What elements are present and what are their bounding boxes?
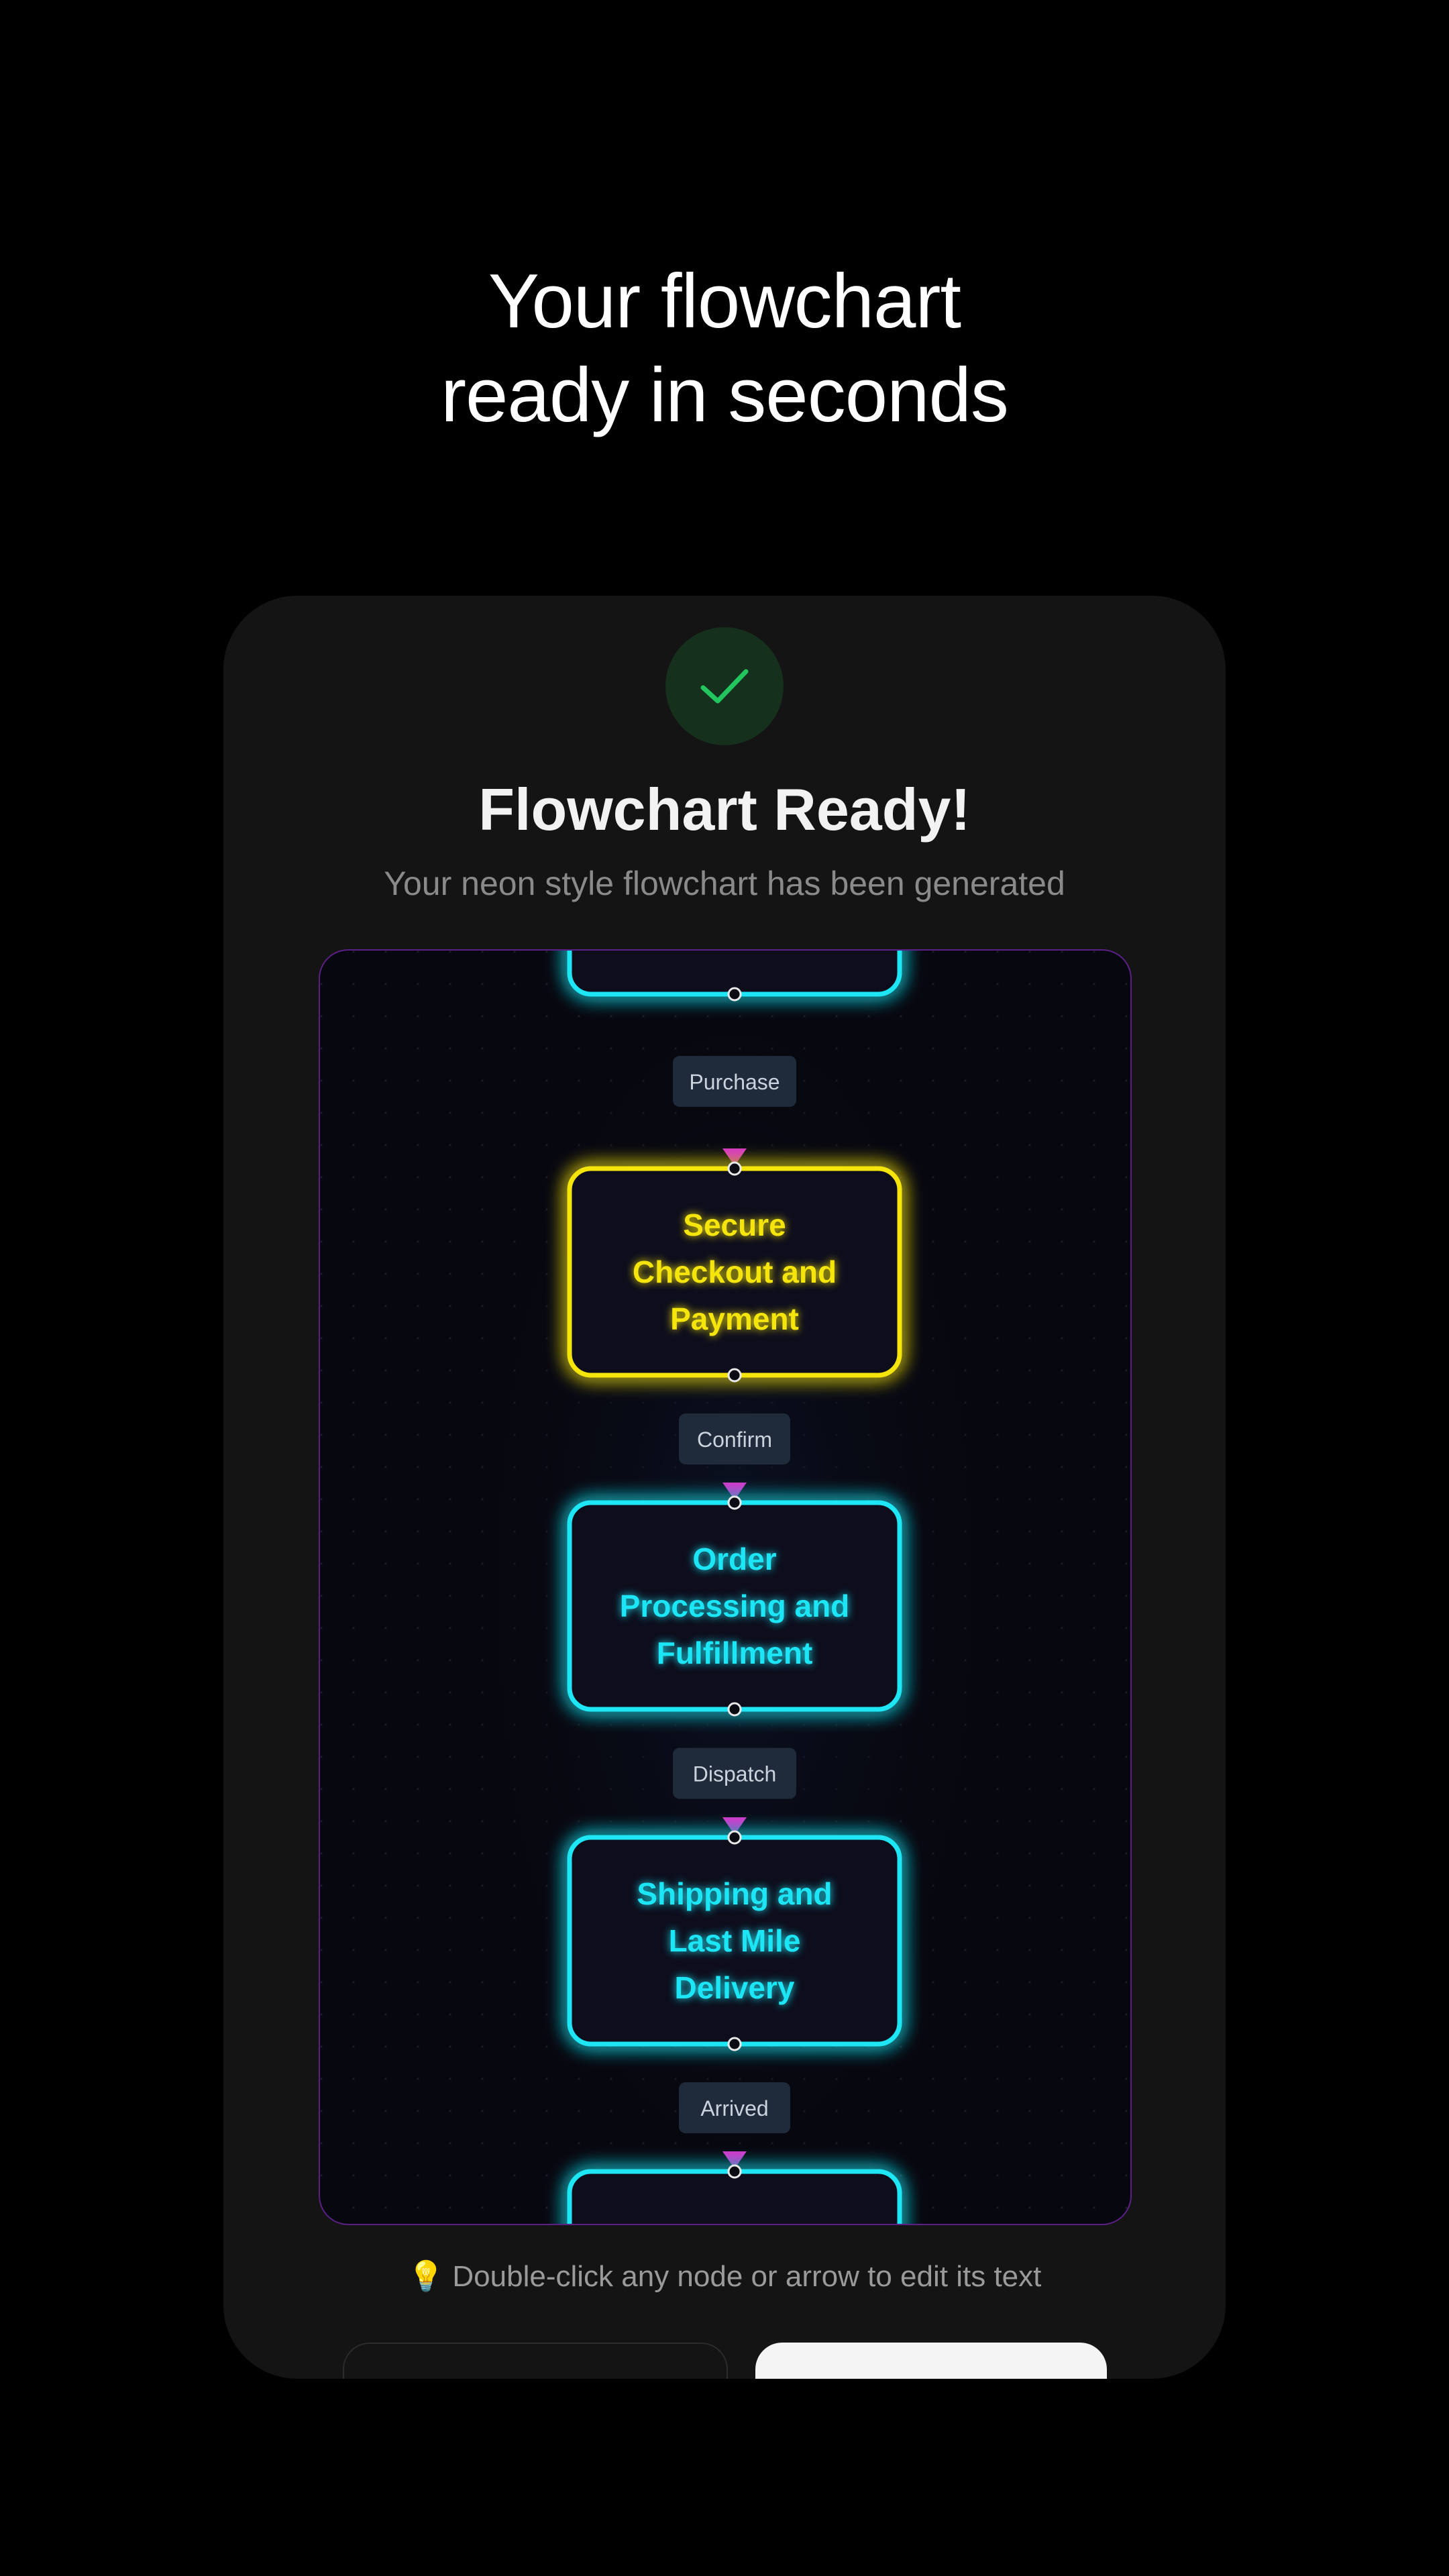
edge-label[interactable]: Arrived	[700, 2096, 768, 2121]
flow-node-label[interactable]: Order	[692, 1542, 776, 1576]
arrowhead-icon	[722, 1817, 747, 1835]
flow-node-label[interactable]: Processing and	[620, 1589, 850, 1623]
edge-label[interactable]: Confirm	[697, 1428, 772, 1452]
edge-port[interactable]	[727, 1368, 742, 1383]
edge-port[interactable]	[727, 1495, 742, 1510]
flow-node-label[interactable]: Secure	[683, 1208, 786, 1242]
flow-node-label[interactable]: Delivery	[674, 1970, 794, 2005]
primary-button[interactable]	[755, 2343, 1107, 2379]
edit-hint-text: Double-click any node or arrow to edit i…	[452, 2260, 1042, 2293]
edge-port[interactable]	[727, 1161, 742, 1176]
edge-label-box[interactable]	[679, 1413, 790, 1464]
edge-port[interactable]	[727, 1702, 742, 1717]
result-card: Flowchart Ready! Your neon style flowcha…	[223, 596, 1226, 2379]
edge-label-box[interactable]	[673, 1056, 796, 1107]
checkmark-icon	[700, 669, 749, 704]
flow-node-label[interactable]: Checkout and	[633, 1254, 837, 1289]
edge-port[interactable]	[727, 2037, 742, 2051]
headline-line-1: Your flowchart	[488, 259, 961, 344]
edge-label[interactable]: Dispatch	[693, 1762, 777, 1786]
card-subtitle: Your neon style flowchart has been gener…	[384, 865, 1065, 902]
edit-hint: 💡Double-click any node or arrow to edit …	[223, 2259, 1226, 2294]
flow-node-label[interactable]: Payment	[670, 1301, 799, 1336]
lightbulb-icon: 💡	[407, 2259, 445, 2294]
headline: Your flowchart ready in seconds	[0, 255, 1449, 443]
flow-node-label[interactable]: Fulfillment	[657, 1635, 813, 1670]
arrowhead-icon	[722, 1148, 747, 1166]
card-title: Flowchart Ready!	[478, 776, 971, 843]
edge-port[interactable]	[727, 987, 742, 1002]
headline-line-2: ready in seconds	[441, 353, 1009, 438]
edge-label-box[interactable]	[679, 2082, 790, 2133]
edge-label[interactable]: Purchase	[689, 1070, 780, 1094]
flow-node-bottom[interactable]: Re...	[567, 2169, 902, 2224]
secondary-button[interactable]	[343, 2343, 728, 2379]
arrowhead-icon	[722, 2151, 747, 2169]
edge-label-box[interactable]	[673, 1748, 796, 1799]
flow-node-box[interactable]	[567, 2169, 902, 2224]
flow-node-label[interactable]: Shipping and	[637, 1876, 832, 1911]
arrowhead-icon	[722, 1483, 747, 1500]
flow-node-label[interactable]: Last Mile	[669, 1923, 801, 1958]
success-badge	[665, 627, 784, 745]
edge-port[interactable]	[727, 2164, 742, 2179]
edge-port[interactable]	[727, 1830, 742, 1845]
